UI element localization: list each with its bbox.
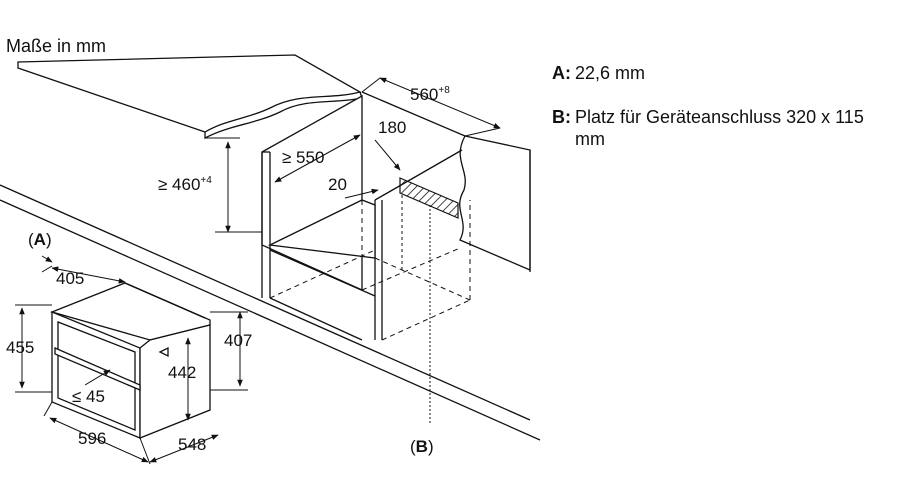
floor-lines: [0, 184, 541, 441]
dim-appliance-width-top: 405: [56, 269, 84, 288]
legend-text-b: Platz für Geräteanschluss 320 x 115 mm: [575, 107, 864, 149]
legend-text-a: 22,6 mm: [575, 63, 646, 83]
dimension-lines: [15, 77, 501, 465]
dim-appliance-height: 455: [6, 338, 34, 357]
dimension-labels: 560+8 ≥ 460+4 ≥ 550 180 20 405 455 442 4…: [6, 85, 450, 456]
countertop: [17, 54, 531, 272]
cabinet-niche: [261, 91, 466, 341]
marker-b: (B): [410, 437, 434, 456]
dim-appliance-width: 596: [78, 429, 106, 448]
dim-appliance-depth: 548: [178, 435, 206, 454]
marker-a: (A): [28, 230, 52, 249]
dim-cabinet-height: ≥ 460+4: [158, 175, 212, 194]
dim-connection-width: 180: [378, 118, 406, 137]
dim-inner-depth: ≥ 550: [282, 148, 324, 167]
dim-door-depth: ≤ 45: [72, 387, 105, 406]
legend-key-b: B:: [552, 107, 571, 127]
legend-key-a: A:: [552, 63, 571, 83]
dim-gap: 20: [328, 175, 347, 194]
connection-area: [399, 177, 459, 425]
appliance: [49, 282, 211, 439]
dim-cabinet-depth: 560+8: [410, 85, 450, 104]
units-caption: Maße in mm: [6, 36, 107, 56]
dim-appliance-side-height: 407: [224, 331, 252, 350]
legend-item-a: A:22,6 mm: [552, 62, 897, 84]
hidden-edges: [269, 200, 471, 341]
legend-item-b: B:Platz für Geräteanschluss 320 x 115 mm: [552, 106, 897, 150]
dim-appliance-body-height: 442: [168, 363, 196, 382]
